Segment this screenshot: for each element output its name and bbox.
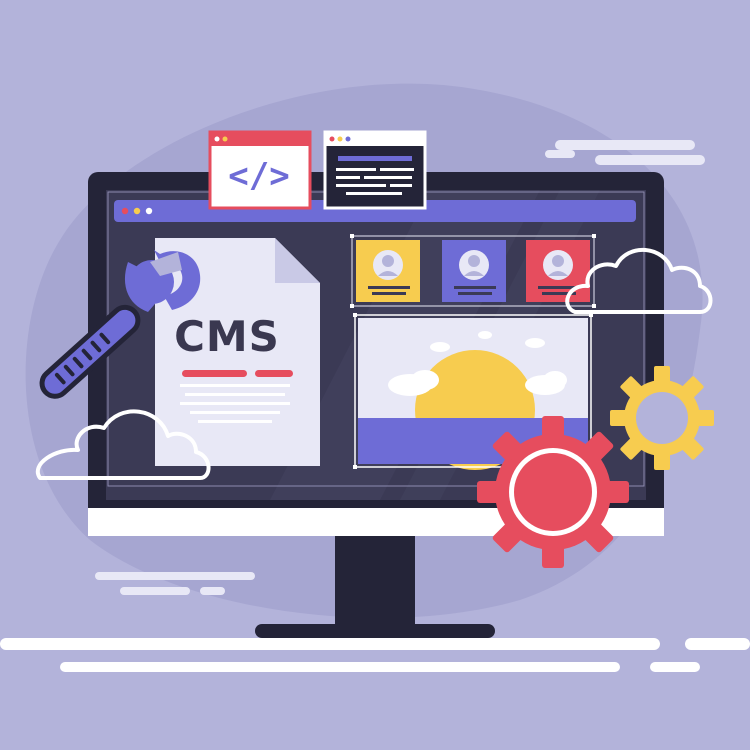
user-card-yellow: [356, 240, 420, 302]
monitor-base: [255, 624, 495, 638]
code-window-icon: [208, 130, 312, 210]
decorative-dashes-top-right: [545, 140, 705, 165]
cloud-icon-left: [35, 409, 211, 480]
user-card-red: [526, 240, 590, 302]
browser-dot-red: [121, 207, 129, 215]
user-card-purple: [442, 240, 506, 302]
monitor-neck: [335, 535, 415, 630]
gear-icon-red: [477, 416, 629, 568]
browser-dot-white: [145, 207, 153, 215]
decorative-dashes-bottom-left: [95, 572, 255, 595]
cloud-icon-right: [565, 248, 713, 314]
code-symbol: </>: [228, 156, 290, 196]
selection-handle-dots: [350, 234, 596, 308]
gear-icon-yellow: [610, 366, 714, 470]
text-window-icon: [323, 130, 427, 210]
wrench-icon: [39, 250, 201, 399]
browser-dot-yellow: [133, 207, 141, 215]
document-title: CMS: [174, 312, 280, 361]
document-icon: [155, 238, 320, 466]
floor-lines: [0, 638, 750, 672]
